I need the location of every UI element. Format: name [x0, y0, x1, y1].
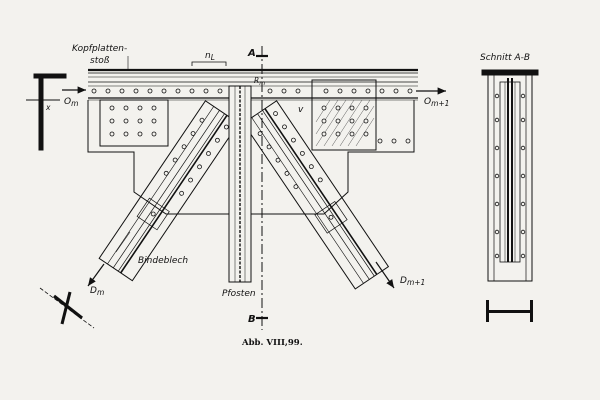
section-view [481, 69, 539, 282]
i-section-icon [486, 300, 533, 322]
bindeblech-label: Bindeblech [138, 256, 188, 266]
right-splice-plate [311, 79, 411, 151]
n-l-label: nL [205, 51, 215, 62]
kopfplattenstoss-label-1: Kopfplatten- [72, 44, 127, 54]
right-diagonal [242, 100, 390, 290]
section-view-rivets [494, 93, 526, 259]
d-m1-label: Dm+1 [400, 276, 425, 287]
left-diagonal [98, 100, 240, 282]
section-line-a-b [256, 46, 268, 330]
top-chord-rivets [91, 88, 413, 94]
section-b-label: B [248, 314, 256, 325]
diagonal-section-symbol [39, 287, 95, 329]
vertical-post [228, 85, 252, 283]
schnitt-label: Schnitt A-B [480, 53, 530, 63]
figure-caption: Abb. VIII,99. [241, 338, 303, 348]
force-d-m1-arrow [375, 261, 395, 289]
left-splice-plate [99, 99, 169, 147]
force-d-m-arrow [87, 263, 105, 287]
o-m-label: Om [64, 97, 78, 108]
bindeblech-leader [115, 231, 131, 253]
v-label: v [298, 105, 304, 115]
x-label: x [45, 103, 51, 112]
pfosten-label: Pfosten [222, 289, 256, 299]
r-m-label: Rm [254, 76, 265, 87]
top-chord [88, 68, 418, 101]
section-a-label: A [247, 48, 256, 59]
kopfplattenstoss-label-2: stoß [90, 56, 110, 66]
o-m1-label: Om+1 [424, 97, 449, 108]
t-section-icon [26, 73, 67, 151]
n-l-dimension [191, 61, 227, 66]
d-m-label: Dm [90, 286, 104, 297]
